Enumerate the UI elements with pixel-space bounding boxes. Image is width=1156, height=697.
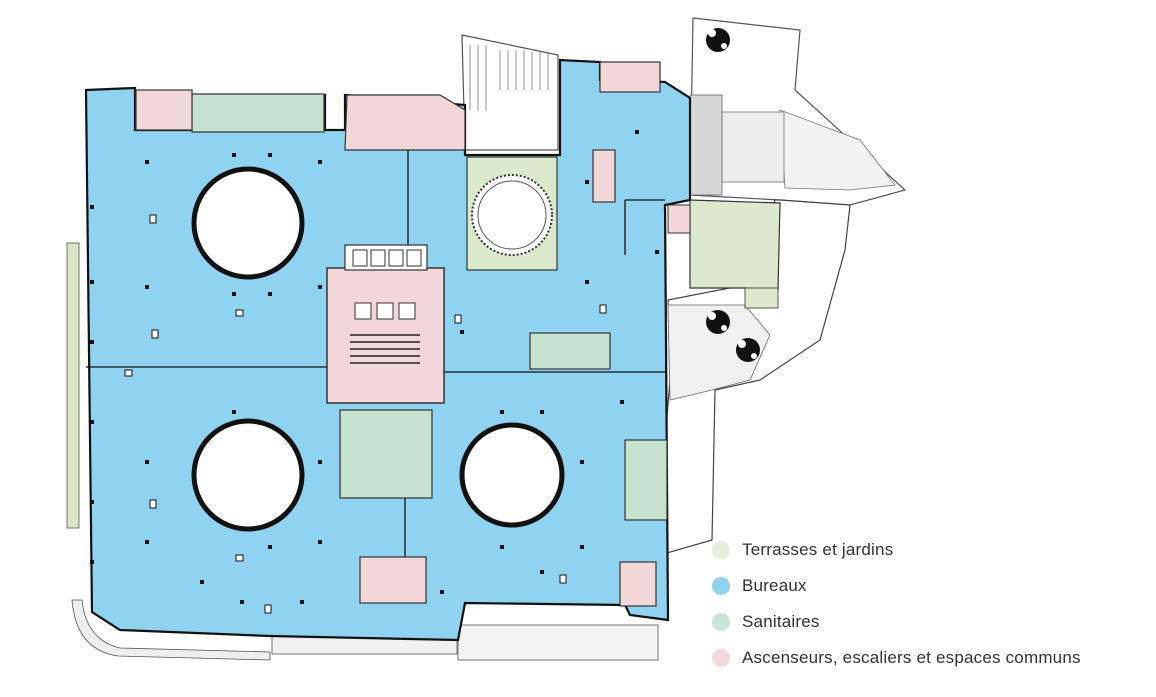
exterior-areas [66, 17, 907, 661]
stair-south-east [619, 561, 657, 607]
garden-east-small [744, 287, 779, 309]
tree-icon [736, 338, 760, 362]
paved-terrace-top [721, 111, 785, 183]
core-details [352, 249, 422, 320]
stair-structure-top [461, 34, 559, 151]
lift-east [667, 204, 691, 234]
stair-north-west [135, 89, 193, 131]
legend: Terrasses et jardins Bureaux Sanitaires … [712, 532, 1081, 676]
core-stair-treads [350, 334, 420, 364]
walkway-grey [689, 94, 723, 196]
core-north [344, 94, 466, 151]
legend-label: Ascenseurs, escaliers et espaces communs [742, 648, 1081, 667]
legend-label: Bureaux [742, 576, 807, 595]
atrium-north-west [191, 166, 305, 280]
sanitaires-zones [191, 93, 668, 521]
legend-label: Terrasses et jardins [742, 540, 894, 559]
stair-east-small [592, 149, 616, 203]
atrium-south-east [459, 422, 565, 528]
patio-ring-inner [477, 180, 547, 250]
patio-ring [471, 174, 553, 256]
tree-icon [706, 28, 730, 52]
paved-courtyard [779, 109, 896, 191]
strip-west [66, 242, 80, 529]
legend-item-terrasses: Terrasses et jardins [712, 532, 1081, 568]
column-outlines [124, 214, 607, 614]
facade-bottom-curve [71, 599, 271, 661]
legend-label: Sanitaires [742, 612, 820, 631]
legend-swatch [712, 613, 730, 631]
partitions [86, 150, 665, 557]
wc-block-centre [339, 409, 433, 499]
legend-swatch [712, 577, 730, 595]
columns [90, 130, 659, 604]
legend-swatch [712, 649, 730, 667]
legend-item-communs: Ascenseurs, escaliers et espaces communs [712, 640, 1081, 676]
tree-icon [706, 310, 730, 334]
stair-south [359, 556, 427, 604]
legend-item-bureaux: Bureaux [712, 568, 1081, 604]
legend-swatch [712, 541, 730, 559]
trees [706, 28, 760, 362]
stair-north-east [599, 61, 661, 93]
wc-block-north [191, 93, 325, 133]
wc-block-east [529, 332, 611, 370]
legend-item-sanitaires: Sanitaires [712, 604, 1081, 640]
atria [191, 166, 565, 532]
atrium-south-west [191, 418, 305, 532]
garden-east [689, 199, 781, 291]
terrace-strip-bottom-right [457, 624, 659, 661]
wc-block-southeast [624, 439, 668, 521]
